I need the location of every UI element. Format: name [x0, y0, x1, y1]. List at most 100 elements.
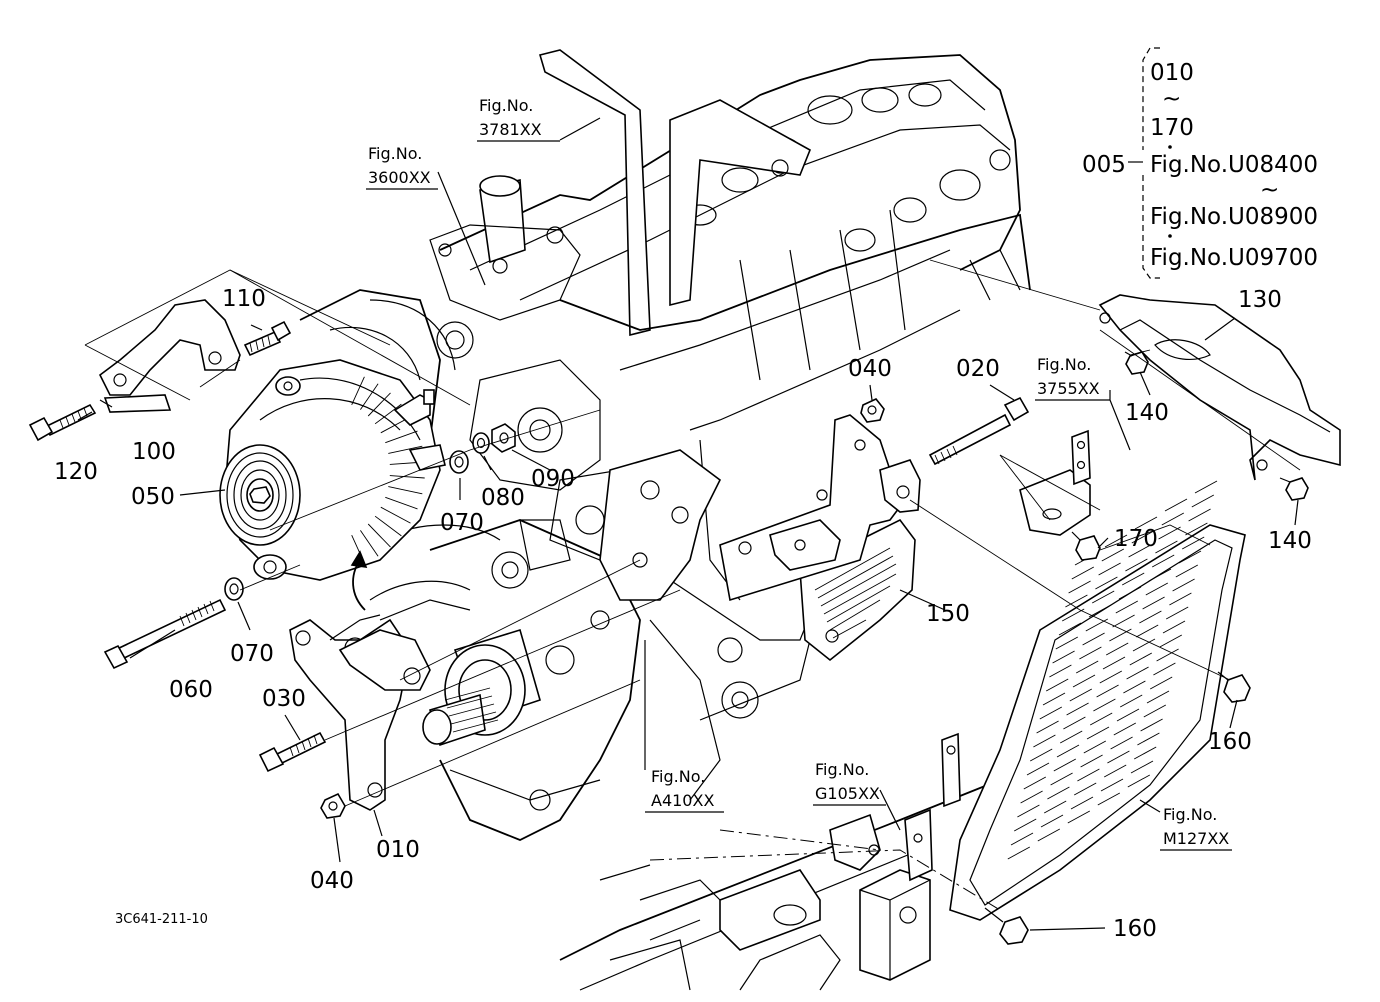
- grille-slot: [1079, 646, 1102, 660]
- part-100-bracket: [98, 299, 241, 413]
- svg-text:A410XX: A410XX: [651, 791, 714, 810]
- alternator-fin: [367, 392, 391, 417]
- svg-text:G105XX: G105XX: [815, 784, 880, 803]
- grille-slot: [1075, 660, 1099, 674]
- grille-slot: [1067, 810, 1091, 824]
- assembly-legend: 005 010 ~ 170 Fig.No.U08400 ~ Fig.No.U08…: [1082, 47, 1318, 279]
- grille-slot: [1053, 758, 1077, 772]
- lockwasher-080: [472, 432, 490, 454]
- grille-slot: [1109, 628, 1132, 642]
- legend-tilde1: ~: [1162, 86, 1181, 112]
- alternator-fin: [374, 515, 402, 537]
- grille-slot: [1088, 604, 1112, 618]
- grille-slot: [1156, 648, 1179, 662]
- grille-slot: [1104, 534, 1128, 548]
- grille-slot: [1116, 708, 1140, 722]
- bolt-160b: [984, 907, 1029, 945]
- grille-slot: [1007, 846, 1031, 860]
- grille-slot: [1069, 688, 1093, 702]
- grille-slot: [1097, 792, 1121, 806]
- grille-slot: [1029, 748, 1053, 762]
- grille-slot: [1129, 652, 1153, 666]
- grille-slot: [1175, 564, 1199, 578]
- grille-slot: [1073, 782, 1097, 796]
- part-150-plate: [799, 518, 916, 662]
- part-050-alternator: [219, 359, 446, 581]
- nut-040b: [320, 792, 346, 819]
- grille-slot: [1137, 732, 1160, 746]
- grille-slot: [1089, 712, 1113, 726]
- nut-040a: [860, 398, 885, 423]
- grille-slot: [1058, 622, 1082, 636]
- grille-slot: [1059, 730, 1083, 744]
- svg-text:3781XX: 3781XX: [479, 120, 542, 139]
- nut-090: [491, 423, 516, 453]
- label-160b: 160: [1113, 916, 1157, 942]
- grille-slot: [1181, 536, 1205, 550]
- grille-slot: [1100, 778, 1124, 792]
- grille-slot: [1077, 768, 1100, 782]
- figref-3781: Fig.No. 3781XX: [477, 96, 560, 142]
- grille-slot: [1013, 818, 1037, 832]
- legend-group: 005: [1082, 152, 1126, 178]
- alternator-fin: [388, 445, 423, 454]
- svg-text:Fig.No.: Fig.No.: [479, 96, 533, 115]
- bolt-030: [258, 731, 327, 773]
- grille-slot: [1142, 596, 1165, 610]
- grille-slot: [1083, 740, 1107, 754]
- label-010: 010: [376, 837, 420, 863]
- bolt-110: [243, 320, 292, 357]
- grille-slot: [1043, 800, 1067, 814]
- svg-text:3600XX: 3600XX: [368, 168, 431, 187]
- bolt-020: [928, 396, 1030, 466]
- grille-slot: [1135, 624, 1159, 638]
- grille-slot: [1050, 772, 1073, 786]
- grille-slot: [1161, 512, 1185, 526]
- grille-slot: [1096, 684, 1119, 698]
- figref-G105: Fig.No. G105XX: [813, 760, 886, 806]
- label-140b: 140: [1268, 528, 1312, 554]
- grille-slot: [1099, 670, 1123, 684]
- bracket-3755: [1019, 429, 1091, 536]
- grille-slot: [1080, 754, 1103, 768]
- leader-lines: [77, 117, 1299, 931]
- alternator-fin: [374, 403, 402, 425]
- grille-slot: [1056, 744, 1080, 758]
- alternator-fin: [380, 506, 411, 524]
- grille-slot: [1121, 572, 1145, 586]
- svg-text:3755XX: 3755XX: [1037, 379, 1100, 398]
- label-090: 090: [531, 466, 575, 492]
- diagram-code: 3C641-211-10: [115, 912, 208, 927]
- grille-slot: [1126, 666, 1149, 680]
- label-100: 100: [132, 439, 176, 465]
- grille-slot: [1153, 662, 1176, 676]
- grille-slot: [1162, 620, 1186, 634]
- label-160a: 160: [1208, 729, 1252, 755]
- grille-slot: [1112, 614, 1135, 628]
- grille-slot: [1130, 760, 1154, 774]
- grille-slot: [1131, 530, 1155, 544]
- bolt-140b: [1279, 477, 1309, 501]
- grille-slot: [1103, 764, 1127, 778]
- grille-slots: [1007, 480, 1218, 860]
- label-130: 130: [1238, 287, 1282, 313]
- grille-slot: [1125, 558, 1148, 572]
- grille-slot: [1143, 704, 1167, 718]
- grille-slot: [1098, 562, 1121, 576]
- part-010-bracket: [289, 614, 431, 811]
- grille: [949, 480, 1246, 921]
- grille-slot: [1086, 726, 1110, 740]
- figref-M127: Fig.No. M127XX: [1160, 805, 1232, 851]
- legend-from: 010: [1150, 60, 1194, 86]
- grille-slot: [1127, 774, 1151, 788]
- grille-slot: [1178, 550, 1202, 564]
- grille-slot: [1164, 498, 1188, 512]
- grille-slot: [1123, 680, 1146, 694]
- grille-slot: [1139, 610, 1162, 624]
- label-170: 170: [1114, 526, 1158, 552]
- grille-slot: [1145, 582, 1169, 596]
- grille-slot: [1115, 600, 1139, 614]
- bracket-020-mount: [719, 414, 921, 602]
- grille-slot: [1102, 656, 1126, 670]
